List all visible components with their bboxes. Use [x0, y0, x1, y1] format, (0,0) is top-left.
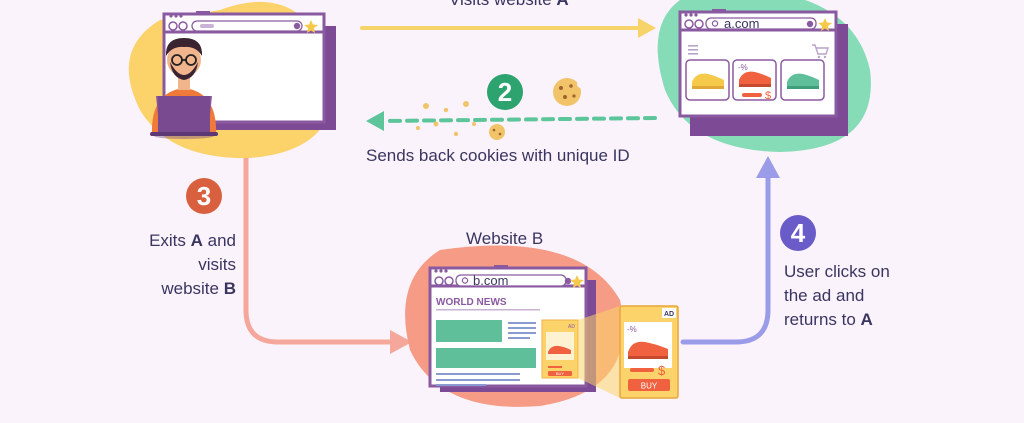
url-a: a.com	[724, 16, 759, 31]
step-3-label: Exits A and visits website B	[120, 229, 236, 301]
step-3-line-1: Exits A and	[149, 231, 236, 250]
search-icon	[711, 20, 719, 27]
ad-label: AD	[664, 311, 674, 318]
ad-buy-button[interactable]	[628, 379, 670, 391]
news-block-2	[436, 348, 536, 368]
step-2-label: Sends back cookies with unique ID	[366, 146, 630, 165]
discount-a: -%	[738, 63, 748, 72]
arrow-return-to-a	[680, 156, 780, 345]
website-b-title: Website B	[466, 229, 544, 248]
chevron-right-icon	[694, 19, 704, 29]
chevron-left-icon	[684, 19, 694, 29]
close-icon	[293, 22, 301, 30]
arrow-visit-a	[360, 18, 656, 38]
step-4-line-3: returns to A	[784, 310, 873, 329]
ad-highlight-beam	[578, 306, 620, 398]
step-2-badge	[487, 74, 523, 110]
cookie-icon-small	[489, 124, 505, 140]
ad-price: $	[658, 363, 666, 378]
close-icon	[564, 277, 572, 285]
website-b: b.com WORLD NEWS AD BUY	[405, 245, 624, 407]
step-1-label: Visits website A	[449, 0, 689, 12]
address-bar-a	[705, 17, 817, 30]
step-4-label: User clicks on the ad and returns to A	[784, 260, 934, 332]
cookie-icon	[553, 78, 585, 106]
website-a: a.com -% $	[657, 0, 871, 152]
step-3-number: 3	[197, 181, 211, 211]
price-a: $	[765, 90, 771, 102]
step-4-line-1: User clicks on	[784, 262, 890, 281]
ad-discount: -%	[627, 325, 637, 334]
menu-icon	[688, 45, 698, 55]
step-4-badge	[780, 215, 816, 251]
star-icon	[570, 275, 584, 288]
step-4-number: 4	[791, 218, 806, 248]
step-3-badge	[186, 178, 222, 214]
retarget-ad: AD -% $ BUY	[619, 305, 679, 399]
star-icon	[304, 20, 318, 33]
news-block-1	[436, 320, 502, 342]
ad-buy-label: BUY	[641, 382, 658, 391]
news-heading: WORLD NEWS	[436, 297, 507, 308]
step-2-number: 2	[498, 77, 512, 107]
chevron-left-icon	[434, 276, 444, 286]
chevron-right-icon	[444, 276, 454, 286]
chevron-left-icon	[168, 21, 178, 31]
small-ad-label: AD	[568, 324, 575, 330]
search-icon	[461, 277, 469, 284]
arrow-exit-to-b	[243, 155, 412, 354]
star-icon	[818, 18, 832, 31]
step-4-line-2: the ad and	[784, 286, 865, 305]
cart-icon	[812, 44, 829, 59]
close-icon	[806, 20, 814, 28]
small-buy: BUY	[556, 371, 565, 376]
user-browser	[128, 1, 336, 159]
step-3-line-2: visits	[198, 255, 236, 274]
laptop-icon	[150, 96, 218, 136]
cookie-crumbs	[416, 101, 476, 137]
chevron-right-icon	[178, 21, 188, 31]
arrow-cookies-back	[366, 111, 657, 131]
address-bar	[191, 20, 303, 32]
url-b: b.com	[473, 273, 508, 288]
step-3-line-3: website B	[161, 279, 236, 298]
